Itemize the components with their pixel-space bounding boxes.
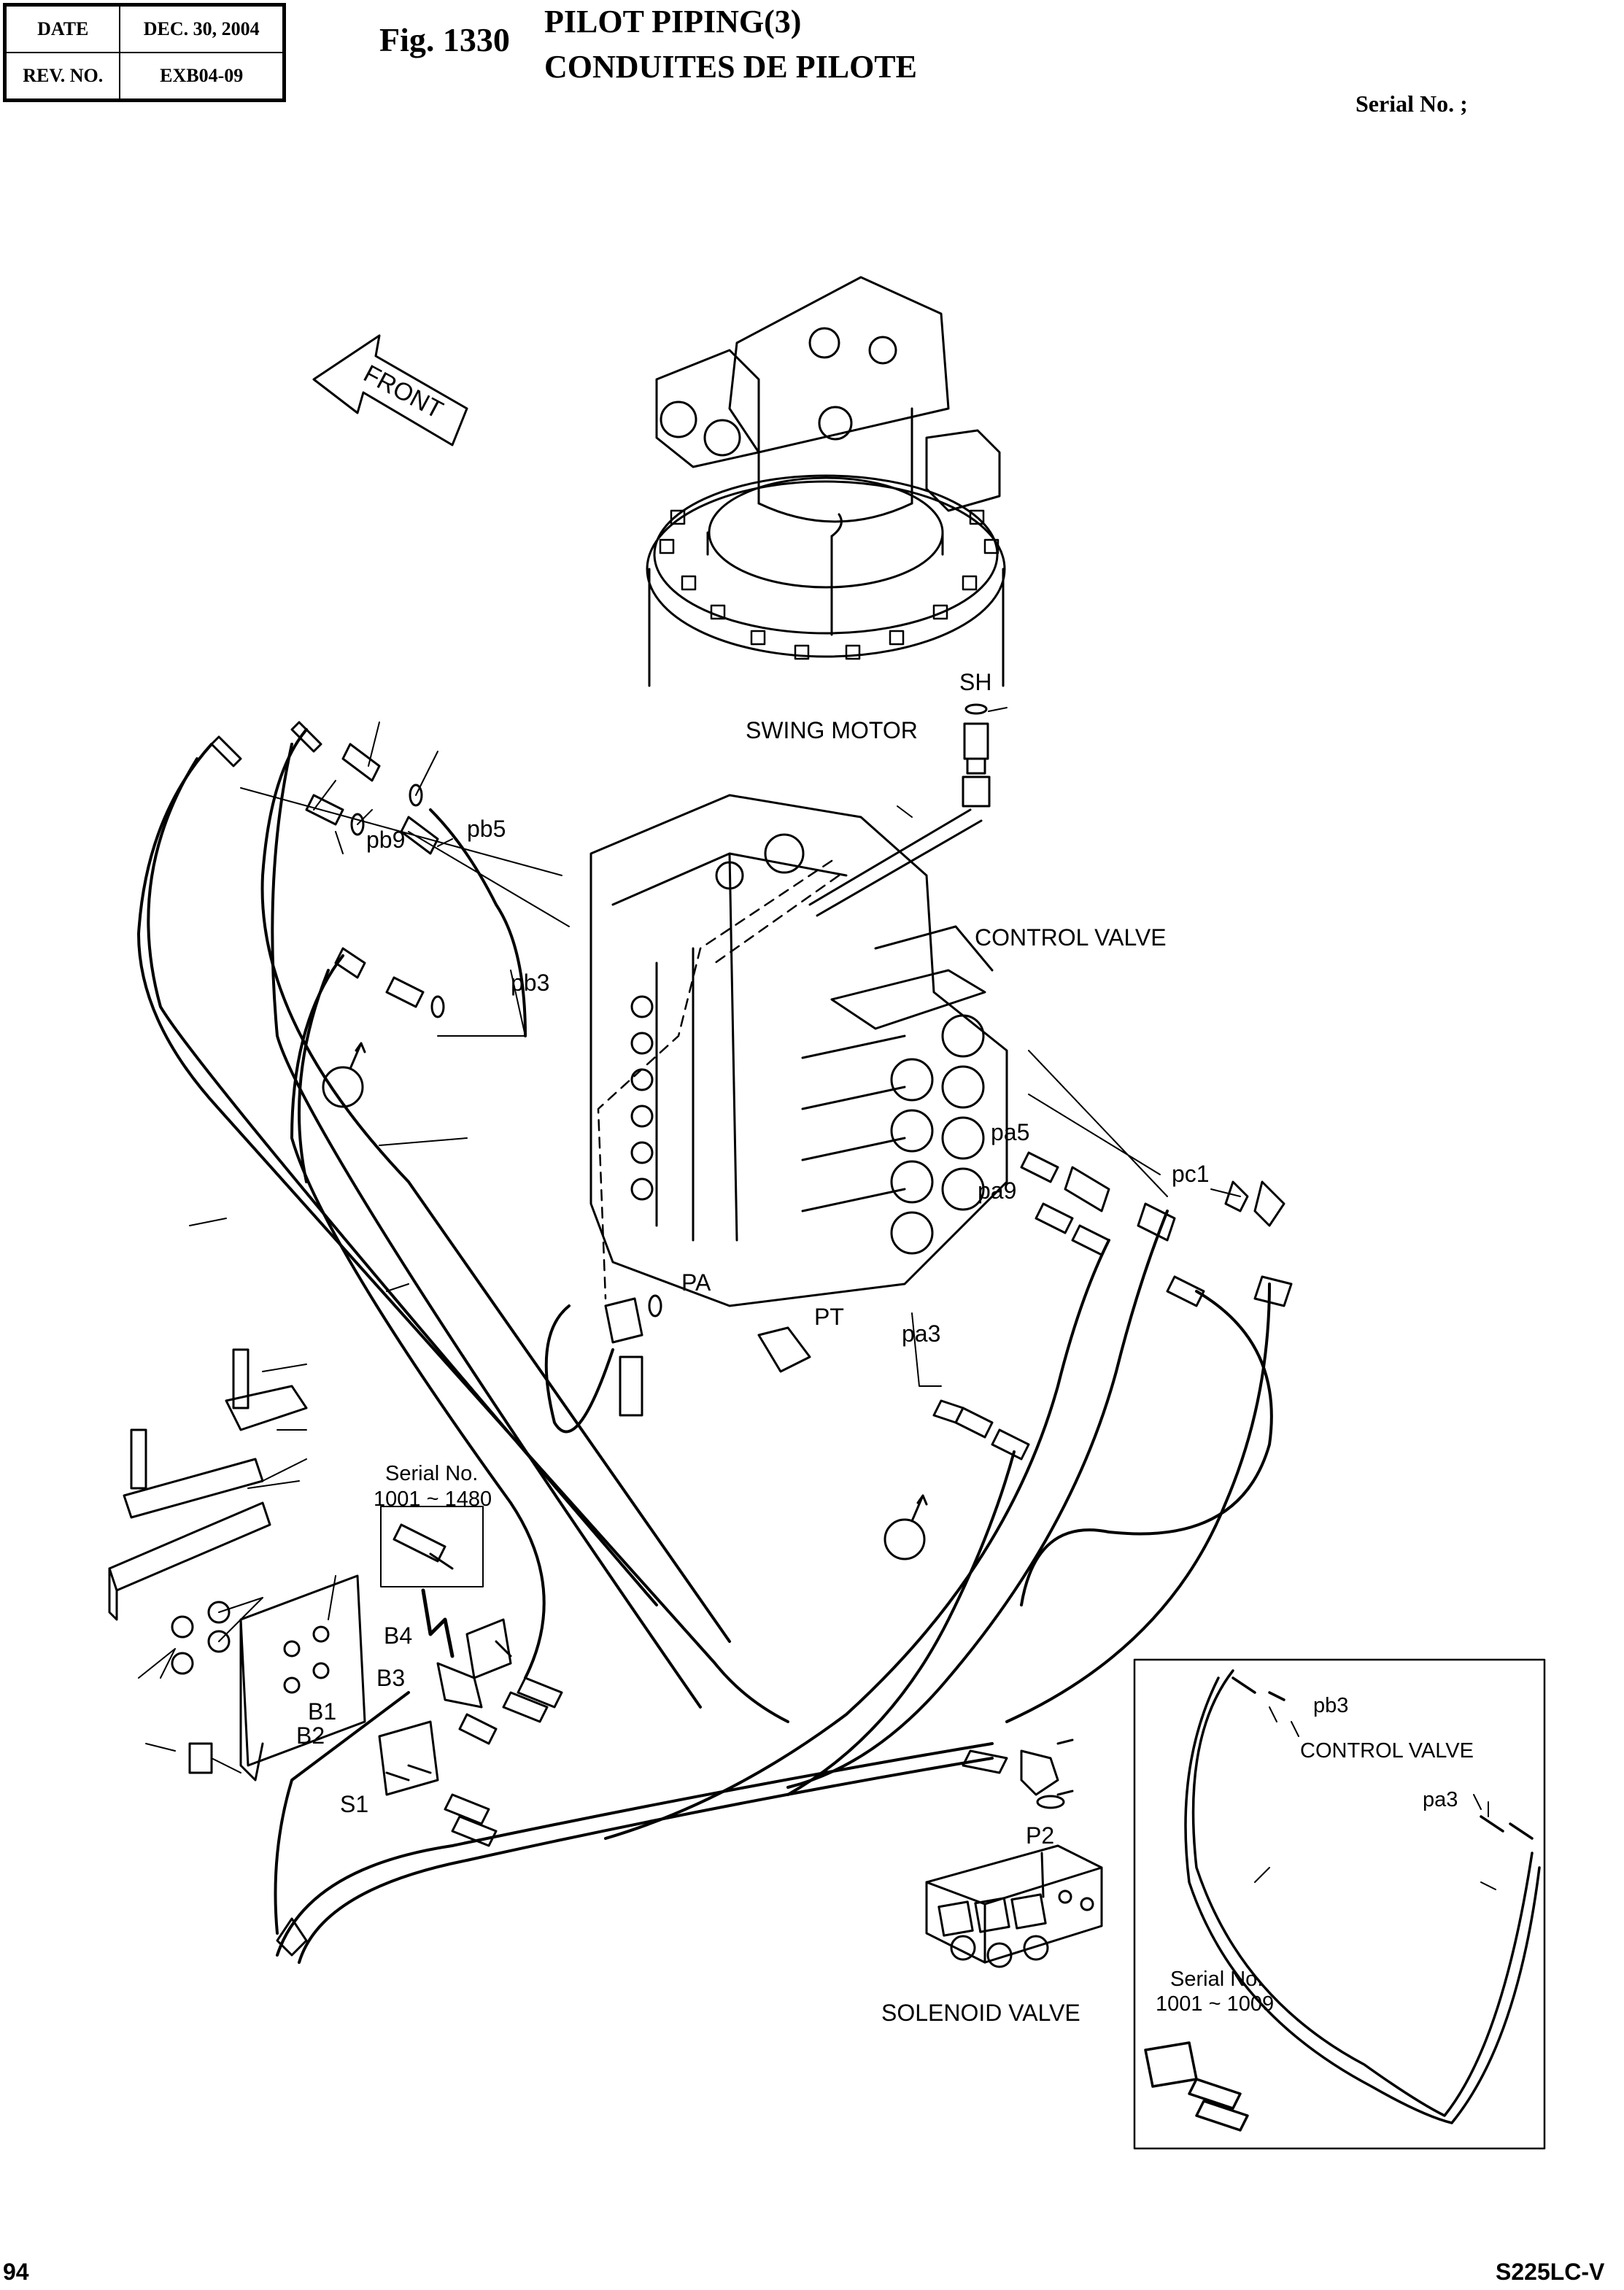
pc1-label: pc1 [1172,1161,1210,1187]
figure-title-fr: CONDUITES DE PILOTE [544,49,918,85]
page-number: 94 [3,2259,29,2285]
serial-number: Serial No. ; [1356,90,1468,117]
inset-frame [1133,1658,1546,2150]
bracket-assembly [108,1348,366,1782]
b-port-block [276,1618,563,1957]
rev-label: REV. NO. [4,52,121,100]
date-label: DATE [4,5,121,53]
swing-motor-label: SWING MOTOR [746,717,918,743]
circle-markers [322,1042,928,1560]
model-name: S225LC-V [1496,2259,1605,2285]
pa-label: PA [681,1269,711,1296]
date-value: DEC. 30, 2004 [119,5,284,53]
b1-label: B1 [308,1698,336,1725]
sh-fitting [962,703,991,808]
figure-number: Fig. 1330 [379,21,510,58]
swing-pilot-hose [808,808,983,917]
sh-label: SH [959,669,991,695]
solenoid-valve [925,1844,1103,1968]
control-valve-label: CONTROL VALVE [975,924,1167,951]
b4-label: B4 [384,1622,412,1649]
p2-elbow [962,1738,1074,1809]
inset-control-valve-label: CONTROL VALVE [1300,1739,1474,1763]
s1-label: S1 [340,1791,368,1817]
figure-title-en: PILOT PIPING(3) [544,4,802,39]
revision-table: DATE DEC. 30, 2004 REV. NO. EXB04-09 [3,3,286,102]
serial-a-title: Serial No. [385,1462,478,1485]
pb9-label: pb9 [366,827,405,853]
inset-serial-range: 1001 ~ 1009 [1156,1992,1274,2016]
pb3-label: pb3 [511,970,549,996]
inset-pa3-label: pa3 [1423,1788,1458,1811]
swing-motor-bolts [659,509,999,660]
control-valve-spools [801,925,994,1255]
pa9-label: pa9 [978,1177,1016,1204]
front-arrow [312,334,468,446]
inset-hoses [1144,1669,1541,2132]
inset-leaders [1254,1706,1496,1890]
serial-a-range: 1001 ~ 1480 [374,1488,492,1511]
control-valve [589,794,1008,1307]
bracket-leaders [138,1363,336,1773]
b2-label: B2 [296,1722,325,1749]
b3-label: B3 [376,1665,405,1691]
dashed-routing [597,859,840,1300]
swing-motor [646,276,1006,687]
solenoid-valve-label: SOLENOID VALVE [881,2000,1080,2026]
inset-serial-title: Serial No. [1170,1968,1263,1991]
upper-left-fittings [210,721,445,1018]
inset-pb3-label: pb3 [1313,1694,1348,1717]
pa5-label: pa5 [991,1119,1029,1145]
control-valve-lower-fittings [604,1151,1293,1461]
pb5-label: pb5 [467,816,506,842]
pt-label: PT [814,1304,844,1330]
leader-lines [189,707,1241,1387]
rev-value: EXB04-09 [119,52,284,100]
serial-inset-a [380,1506,484,1658]
hoses [137,728,1273,1964]
pa3-label: pa3 [902,1320,940,1347]
p2-label: P2 [1026,1822,1054,1849]
